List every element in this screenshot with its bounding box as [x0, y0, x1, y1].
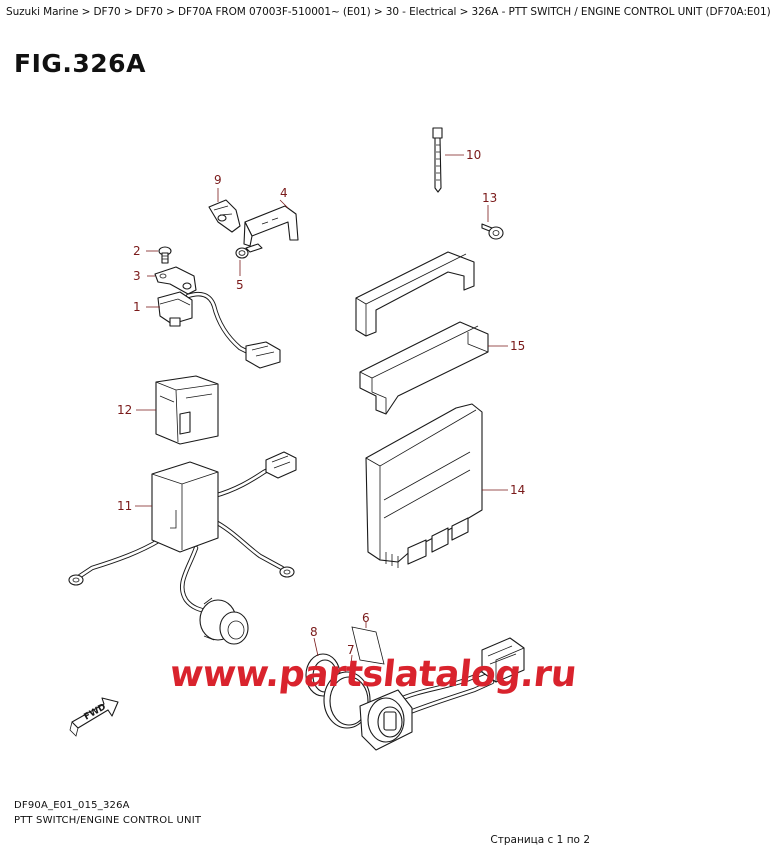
screw-part-2[interactable]: [158, 246, 172, 264]
callout-4[interactable]: 4: [280, 186, 288, 200]
ptt-switch-part-6[interactable]: [351, 626, 525, 751]
breadcrumb[interactable]: Suzuki Marine > DF70 > DF70 > DF70A FROM…: [6, 6, 771, 18]
page-counter: Страница с 1 по 2: [490, 834, 590, 846]
leader-8: [313, 637, 319, 657]
callout-1[interactable]: 1: [133, 300, 141, 314]
callout-11[interactable]: 11: [117, 499, 132, 513]
callout-9[interactable]: 9: [214, 173, 222, 187]
callout-2[interactable]: 2: [133, 244, 141, 258]
watermark: www.partslatalog.ru: [167, 654, 579, 695]
figure-title: FIG.326A: [14, 49, 146, 78]
parts-diagram: 10 13 9 4 5 2 3: [68, 127, 525, 751]
cover-part-12[interactable]: [155, 375, 219, 445]
screw-part-13[interactable]: [481, 223, 504, 240]
leader-7: [349, 654, 353, 675]
fwd-arrow-icon: FWD: [69, 697, 119, 737]
bracket-part-4[interactable]: [243, 205, 299, 247]
callout-5[interactable]: 5: [236, 278, 244, 292]
fwd-label: FWD: [83, 702, 108, 722]
plate-part-3[interactable]: [154, 266, 197, 295]
figure-code: DF90A_E01_015_326A: [14, 800, 130, 811]
callout-12[interactable]: 12: [117, 403, 132, 417]
callout-8[interactable]: 8: [310, 625, 318, 639]
leader-4: [279, 199, 289, 209]
callout-10[interactable]: 10: [466, 148, 481, 162]
sensor-harness-part-1[interactable]: [157, 291, 281, 369]
relay-harness-part-11[interactable]: [68, 451, 297, 645]
cable-tie-part-10[interactable]: [432, 127, 443, 193]
callout-3[interactable]: 3: [133, 269, 141, 283]
figure-caption: PTT SWITCH/ENGINE CONTROL UNIT: [14, 815, 202, 826]
ecu-cover-part-15[interactable]: [355, 251, 489, 415]
ecu-part-14[interactable]: [365, 403, 483, 568]
callout-7[interactable]: 7: [347, 643, 355, 657]
clip-part-9[interactable]: [208, 199, 241, 233]
o-ring-part-7[interactable]: [323, 671, 371, 729]
callout-13[interactable]: 13: [482, 191, 497, 205]
callout-6[interactable]: 6: [362, 611, 370, 625]
callout-15[interactable]: 15: [510, 339, 525, 353]
callout-14[interactable]: 14: [510, 483, 525, 497]
bolt-part-5[interactable]: [235, 243, 263, 259]
